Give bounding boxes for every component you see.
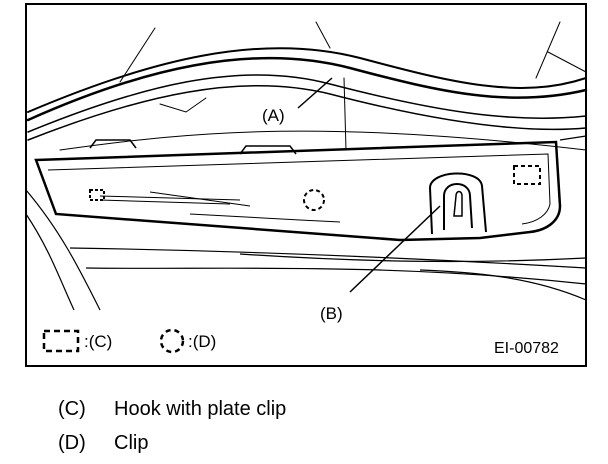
panel-detail-lines bbox=[99, 191, 341, 223]
key-label-d: :(D) bbox=[188, 332, 217, 351]
legend-text: Clip bbox=[114, 432, 149, 454]
legend-text: Hook with plate clip bbox=[114, 398, 287, 420]
leader-line-a bbox=[297, 77, 333, 109]
legend-item: (D) Clip bbox=[58, 432, 148, 455]
key-label-c: :(C) bbox=[84, 332, 113, 351]
diagram-figure: (A) (B) :(C) :(D) EI-00782 bbox=[25, 3, 588, 367]
callout-label-b: (B) bbox=[320, 304, 343, 323]
figure-code: EI-00782 bbox=[494, 340, 559, 357]
legend-item: (C) Hook with plate clip bbox=[58, 398, 286, 421]
hook-plate-clip-marker-left bbox=[89, 189, 105, 201]
leader-line-b bbox=[349, 205, 441, 293]
grab-handle bbox=[428, 172, 487, 235]
figure-frame bbox=[25, 3, 587, 367]
diagram-drawing bbox=[25, 3, 588, 367]
trim-panel bbox=[34, 140, 562, 242]
clip-marker-center bbox=[303, 189, 325, 211]
dashboard-outline bbox=[26, 21, 588, 151]
lower-console bbox=[25, 135, 587, 311]
callout-label-a: (A) bbox=[262, 106, 285, 125]
key-symbol-d bbox=[159, 328, 185, 354]
legend-key: (D) bbox=[58, 432, 86, 454]
legend-key: (C) bbox=[58, 398, 86, 420]
key-symbol-c bbox=[42, 329, 80, 353]
hook-plate-clip-marker-right bbox=[513, 165, 541, 185]
